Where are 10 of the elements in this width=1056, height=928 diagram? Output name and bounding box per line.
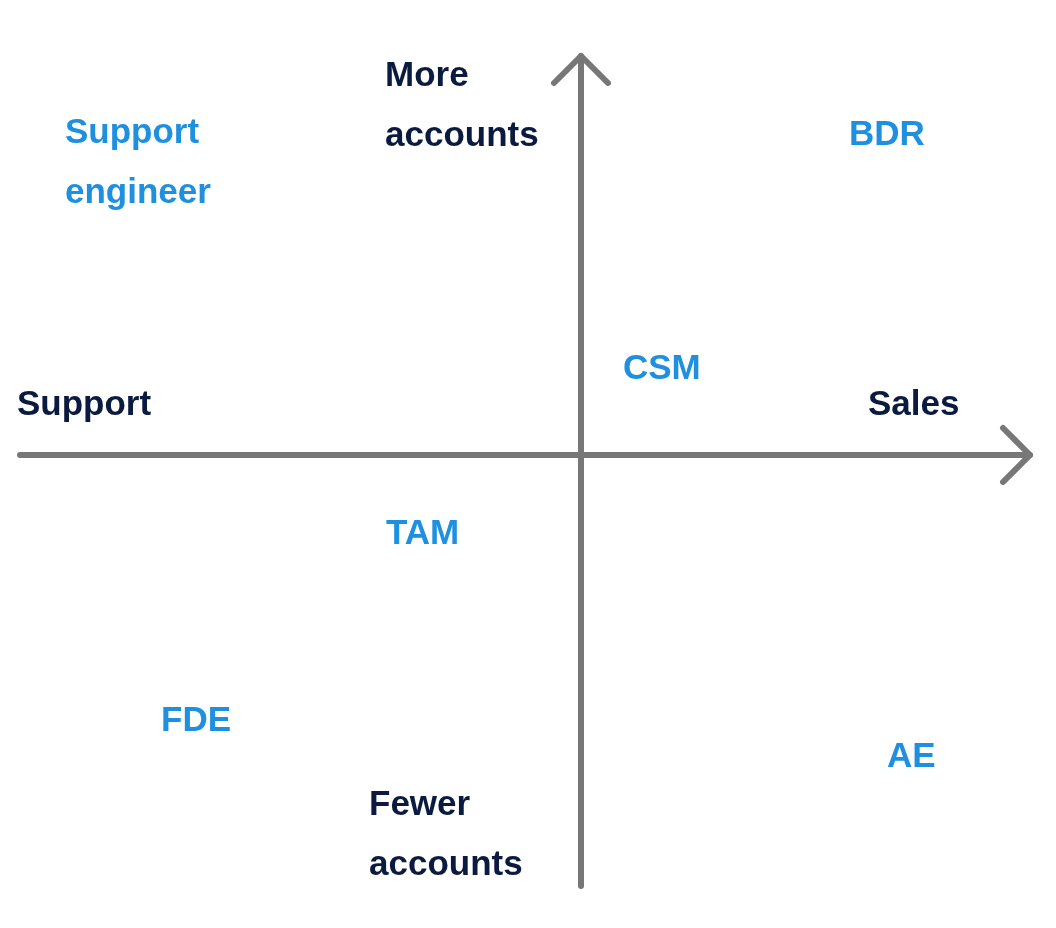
role-label: TAM bbox=[386, 511, 460, 553]
axis-label: Sales bbox=[868, 382, 960, 424]
role-label: Support engineer bbox=[65, 110, 212, 212]
axis-label: Fewer accounts bbox=[369, 782, 524, 884]
axis-label: More accounts bbox=[385, 53, 540, 155]
axis-label: Support bbox=[17, 382, 152, 424]
role-label: CSM bbox=[623, 346, 701, 388]
role-label: AE bbox=[887, 734, 936, 776]
role-label: BDR bbox=[849, 112, 925, 154]
role-label: FDE bbox=[161, 698, 231, 740]
